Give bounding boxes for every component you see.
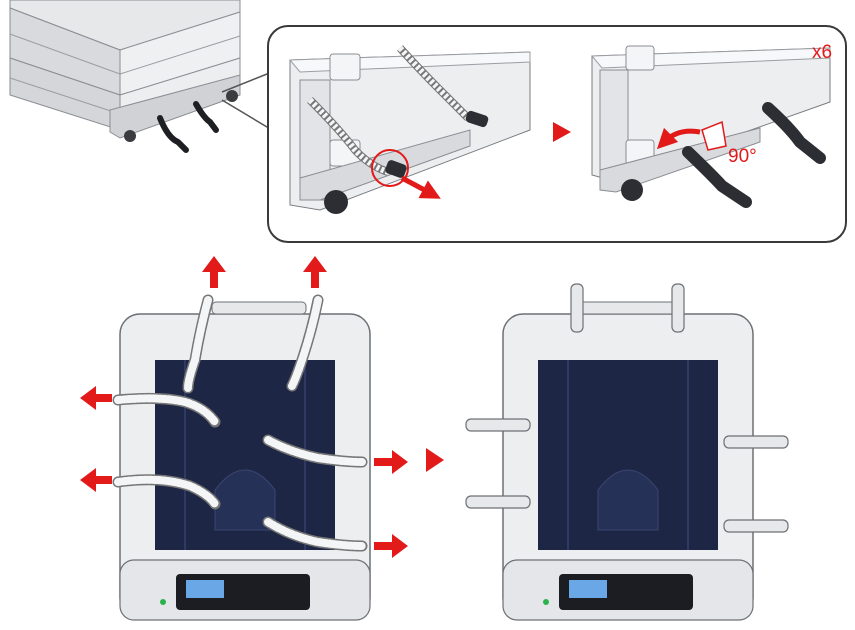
left-arrow-icon xyxy=(80,386,112,410)
right-arrow-icon xyxy=(374,534,408,558)
up-arrow-icon xyxy=(202,256,226,288)
pull-handle-detail xyxy=(288,45,531,214)
up-arrow-icon xyxy=(303,256,327,288)
pull-direction-arrows xyxy=(80,256,408,558)
rotate-90-arrow-icon xyxy=(656,127,701,150)
printer-top-view-after xyxy=(465,283,789,621)
step-arrow-icon xyxy=(426,448,444,472)
step-arrow-icon xyxy=(553,122,571,142)
printer-top-view-before xyxy=(80,256,408,621)
handle-detail-callout: 90° x6 xyxy=(267,25,847,243)
printer-stack-illustration xyxy=(9,0,273,153)
rotate-handle-detail xyxy=(590,45,831,208)
left-arrow-icon xyxy=(80,468,112,492)
rotation-angle-label: 90° xyxy=(728,146,757,167)
repeat-count-label: x6 xyxy=(812,42,832,63)
right-arrow-icon xyxy=(374,450,408,474)
pull-out-arrow-icon xyxy=(400,175,441,199)
